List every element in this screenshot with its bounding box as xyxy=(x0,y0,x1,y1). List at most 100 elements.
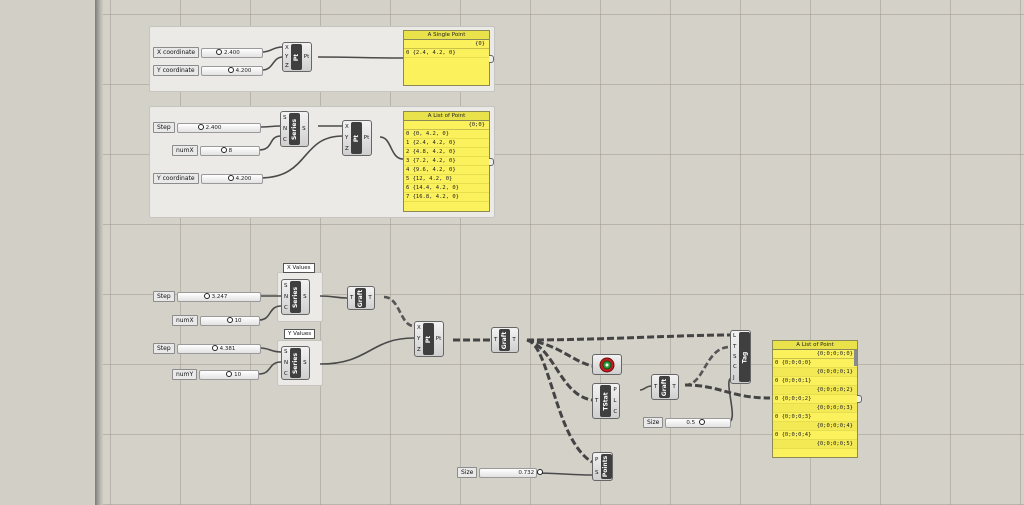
slider-track[interactable]: 2.400 xyxy=(201,47,264,58)
slider-track[interactable]: 4.200 xyxy=(200,173,263,184)
slider-knob-icon[interactable] xyxy=(211,345,218,351)
input-tree[interactable]: T xyxy=(595,398,599,404)
step-x-slider[interactable]: Step 3.247 xyxy=(153,291,261,302)
slider-knob-icon[interactable] xyxy=(227,175,234,181)
panel-scrollbar[interactable] xyxy=(854,350,857,366)
input-y[interactable]: Y xyxy=(285,53,289,60)
slider-knob-icon[interactable] xyxy=(197,124,204,130)
input-points[interactable]: P xyxy=(595,456,599,463)
input-count[interactable]: C xyxy=(284,305,288,312)
slider-knob-icon[interactable] xyxy=(699,419,706,425)
slider-knob-icon[interactable] xyxy=(216,49,223,55)
panel-row: 0 {0, 4.2, 0} xyxy=(404,130,489,139)
output-tree[interactable]: T xyxy=(512,337,516,343)
input-justification[interactable]: J xyxy=(733,374,735,381)
slider-knob-icon[interactable] xyxy=(220,147,227,153)
input-y[interactable]: Y xyxy=(345,134,349,141)
slider-knob-icon[interactable] xyxy=(227,67,234,73)
slider-track[interactable]: 10 xyxy=(199,315,260,326)
panel-output-grip[interactable] xyxy=(489,55,494,63)
input-z[interactable]: Z xyxy=(345,146,349,153)
list-of-point-panel[interactable]: A List of Point {0;0} 0 {0, 4.2, 0} 1 {2… xyxy=(403,111,494,212)
slider-track[interactable]: 2.400 xyxy=(176,122,261,133)
single-point-panel[interactable]: A Single Point {0} 0 {2.4, 4.2, 0} xyxy=(403,30,494,86)
step-y-slider[interactable]: Step 4.381 xyxy=(153,343,261,354)
output-pt[interactable]: Pt xyxy=(435,336,442,342)
size-slider[interactable]: Size 0.732 xyxy=(457,467,544,478)
input-tree[interactable]: T xyxy=(494,337,498,343)
input-colour[interactable]: C xyxy=(733,364,737,371)
input-count[interactable]: C xyxy=(283,137,287,144)
slider-track[interactable]: 8 xyxy=(199,145,260,156)
list-of-point-panel[interactable]: A List of Point {0;0;0;0;0} 0 {0;0;0;0} … xyxy=(772,340,862,458)
input-start[interactable]: S xyxy=(284,282,288,289)
output-count[interactable]: C xyxy=(613,409,618,416)
slider-track[interactable]: 0.732 xyxy=(479,467,544,478)
graft-tree-component[interactable]: T Graft T xyxy=(347,286,375,310)
slider-knob-icon[interactable] xyxy=(226,317,233,323)
step-slider[interactable]: Step 2.400 xyxy=(153,122,261,133)
input-location[interactable]: L xyxy=(733,333,737,340)
slider-knob-icon[interactable] xyxy=(226,371,233,377)
slider-knob-icon[interactable] xyxy=(537,469,544,475)
input-size[interactable]: S xyxy=(595,470,599,477)
slider-track[interactable]: 10 xyxy=(199,369,260,380)
numy-slider[interactable]: numY 10 xyxy=(172,369,260,380)
param-viewer-component[interactable] xyxy=(592,354,622,375)
output-tree[interactable]: T xyxy=(672,384,676,390)
output-paths[interactable]: P xyxy=(613,386,617,393)
input-x[interactable]: X xyxy=(345,123,349,130)
y-coordinate-slider[interactable]: Y coordinate 4.200 xyxy=(153,65,263,76)
panel-row: 4 {9.6, 4.2, 0} xyxy=(404,166,489,175)
output-series[interactable]: S xyxy=(302,126,306,132)
input-size[interactable]: S xyxy=(733,353,737,360)
input-y[interactable]: Y xyxy=(417,335,421,342)
input-start[interactable]: S xyxy=(283,114,287,121)
component-name: Pt xyxy=(350,122,362,154)
numx-slider[interactable]: numX 8 xyxy=(172,145,260,156)
graft-tree-component[interactable]: T Graft T xyxy=(651,374,679,400)
y-coordinate-slider[interactable]: Y coordinate 4.200 xyxy=(153,173,263,184)
panel-output-grip[interactable] xyxy=(857,395,862,403)
input-z[interactable]: Z xyxy=(417,347,421,354)
size-slider[interactable]: Size 0.5 xyxy=(643,417,732,428)
output-series[interactable]: S xyxy=(303,294,307,300)
graft-tree-component[interactable]: T Graft T xyxy=(491,327,519,353)
x-coordinate-slider[interactable]: X coordinate 2.400 xyxy=(153,47,264,58)
slider-track[interactable]: 0.5 xyxy=(665,417,732,428)
output-series[interactable]: S xyxy=(303,360,307,366)
panel-output-grip[interactable] xyxy=(489,158,494,166)
slider-track[interactable]: 4.200 xyxy=(200,65,263,76)
numx-slider[interactable]: numX 10 xyxy=(172,315,260,326)
input-step[interactable]: N xyxy=(284,293,289,300)
slider-value: 2.400 xyxy=(224,49,240,56)
input-tree[interactable]: T xyxy=(350,295,354,301)
panel-row: 0 {0;0;0;0} xyxy=(773,359,857,368)
slider-track[interactable]: 3.247 xyxy=(176,291,261,302)
input-text[interactable]: T xyxy=(733,343,737,350)
input-tree[interactable]: T xyxy=(654,384,658,390)
slider-value: 4.381 xyxy=(219,345,236,352)
input-step[interactable]: N xyxy=(284,359,289,366)
output-tree[interactable]: T xyxy=(368,295,372,301)
input-step[interactable]: N xyxy=(283,125,288,132)
input-z[interactable]: Z xyxy=(285,63,289,70)
slider-knob-icon[interactable] xyxy=(203,293,210,299)
output-length[interactable]: L xyxy=(613,397,617,404)
input-x[interactable]: X xyxy=(417,324,421,331)
input-x[interactable]: X xyxy=(285,44,289,51)
input-start[interactable]: S xyxy=(284,349,288,356)
output-pt[interactable]: Pt xyxy=(303,54,310,60)
output-pt[interactable]: Pt xyxy=(363,135,370,141)
slider-track[interactable]: 4.381 xyxy=(176,343,261,354)
input-count[interactable]: C xyxy=(284,370,288,377)
